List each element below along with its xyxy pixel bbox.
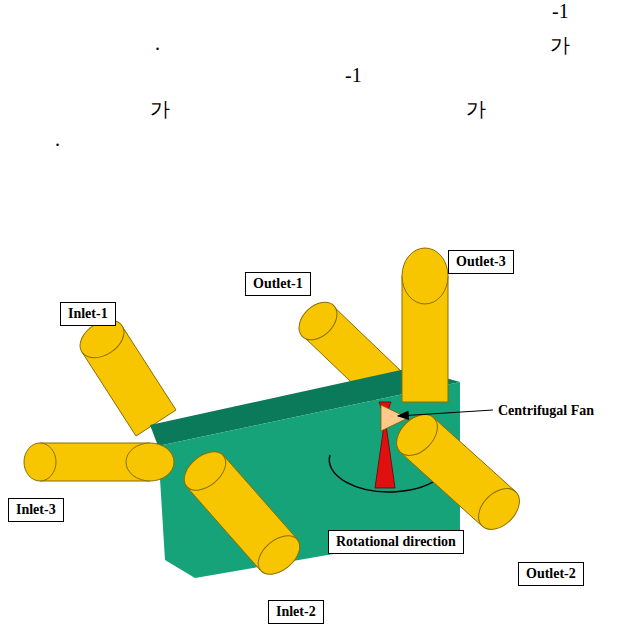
label-box: Outlet-1: [245, 272, 311, 296]
inlet-pipe: [177, 444, 307, 582]
label-box: Inlet-1: [60, 302, 116, 326]
inlet-pipe: [73, 313, 176, 436]
text-fragment: .: [55, 128, 60, 151]
label-text: Inlet-2: [276, 604, 316, 619]
outlet-pipe: [402, 248, 448, 402]
leader-line: [398, 410, 493, 416]
label-box: Outlet-3: [448, 250, 514, 274]
text-fragment: -1: [552, 0, 569, 23]
text-fragment: 가: [466, 96, 486, 123]
label-text: Outlet-3: [456, 254, 506, 269]
text-fragment: -1: [345, 64, 362, 87]
text-fragment: 가: [550, 32, 570, 59]
label-text: Inlet-1: [68, 306, 108, 321]
fan-symbol: [375, 402, 408, 488]
inlet-pipe: [24, 443, 174, 481]
label-text: Outlet-1: [253, 276, 303, 291]
label-text: Inlet-3: [16, 502, 56, 517]
label-text: Rotational direction: [336, 534, 456, 549]
outlet-pipe: [389, 407, 528, 538]
text-fragment: .: [155, 32, 160, 55]
part-label: Centrifugal Fan: [498, 403, 594, 419]
label-box: Inlet-3: [8, 498, 64, 522]
label-text: Outlet-2: [526, 566, 576, 581]
text-fragment: 가: [150, 96, 170, 123]
label-box: Rotational direction: [328, 530, 464, 554]
label-box: Inlet-2: [268, 600, 324, 624]
label-box: Outlet-2: [518, 562, 584, 586]
